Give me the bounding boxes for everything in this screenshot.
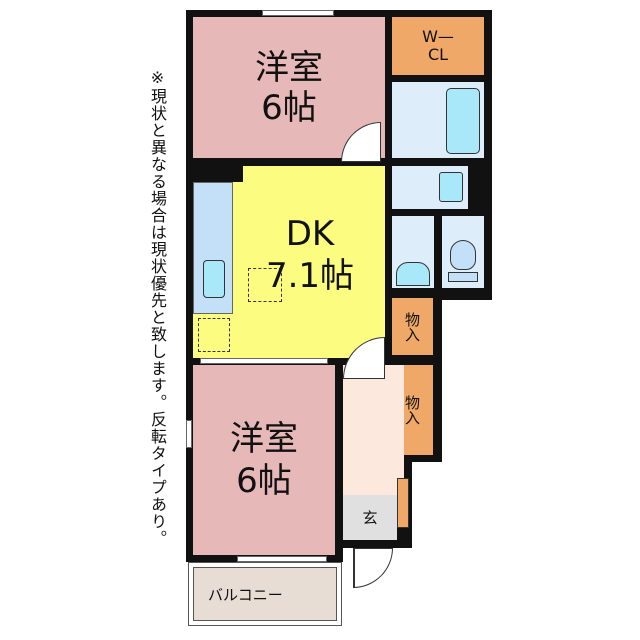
front-door[interactable]: [353, 548, 393, 588]
window-bedroom-balcony[interactable]: [237, 556, 327, 562]
walk-in-closet: W— CL: [392, 17, 484, 75]
storage-1: 物入: [392, 298, 433, 355]
toilet-tank-icon: [448, 272, 478, 282]
window-side[interactable]: [186, 420, 192, 448]
wall-block: [193, 158, 243, 182]
window-top[interactable]: [262, 10, 334, 16]
room-size: 6帖: [261, 87, 317, 128]
balcony-floor: バルコニー: [193, 567, 337, 621]
hallway: [343, 365, 404, 495]
storage-label: 物入: [403, 395, 421, 425]
balcony-label: バルコニー: [208, 585, 283, 604]
room-name: 洋室: [255, 47, 323, 88]
sink-icon: [439, 172, 463, 202]
room-name: 洋室: [230, 419, 298, 459]
room-name: DK: [285, 214, 335, 254]
fridge-space-icon: [198, 318, 230, 352]
toilet-icon: [450, 240, 476, 270]
storage-label: 物入: [403, 311, 421, 342]
western-room-bottom: 洋室 6帖: [193, 365, 335, 555]
kitchen-sink-icon: [203, 260, 225, 298]
room-size: 6帖: [236, 461, 292, 501]
bathtub-icon: [446, 88, 480, 154]
door-hall[interactable]: [343, 337, 385, 379]
balcony: バルコニー: [188, 562, 342, 626]
shoe-cabinet: [397, 478, 409, 528]
washbasin-icon: [396, 262, 430, 286]
entrance-label: 玄: [362, 509, 378, 527]
room-size: 7.1帖: [265, 256, 355, 296]
closet-label-1: W—: [422, 27, 454, 46]
dk-label: DK 7.1帖: [250, 210, 370, 300]
disclaimer-note: ※現状と異なる場合は現状優先と致します。反転タイプあり。: [148, 68, 167, 547]
closet-label-2: CL: [427, 45, 449, 64]
hatch-icon: [248, 268, 282, 302]
entrance: 玄: [343, 495, 397, 540]
window-bedroom-dk[interactable]: [200, 358, 328, 364]
